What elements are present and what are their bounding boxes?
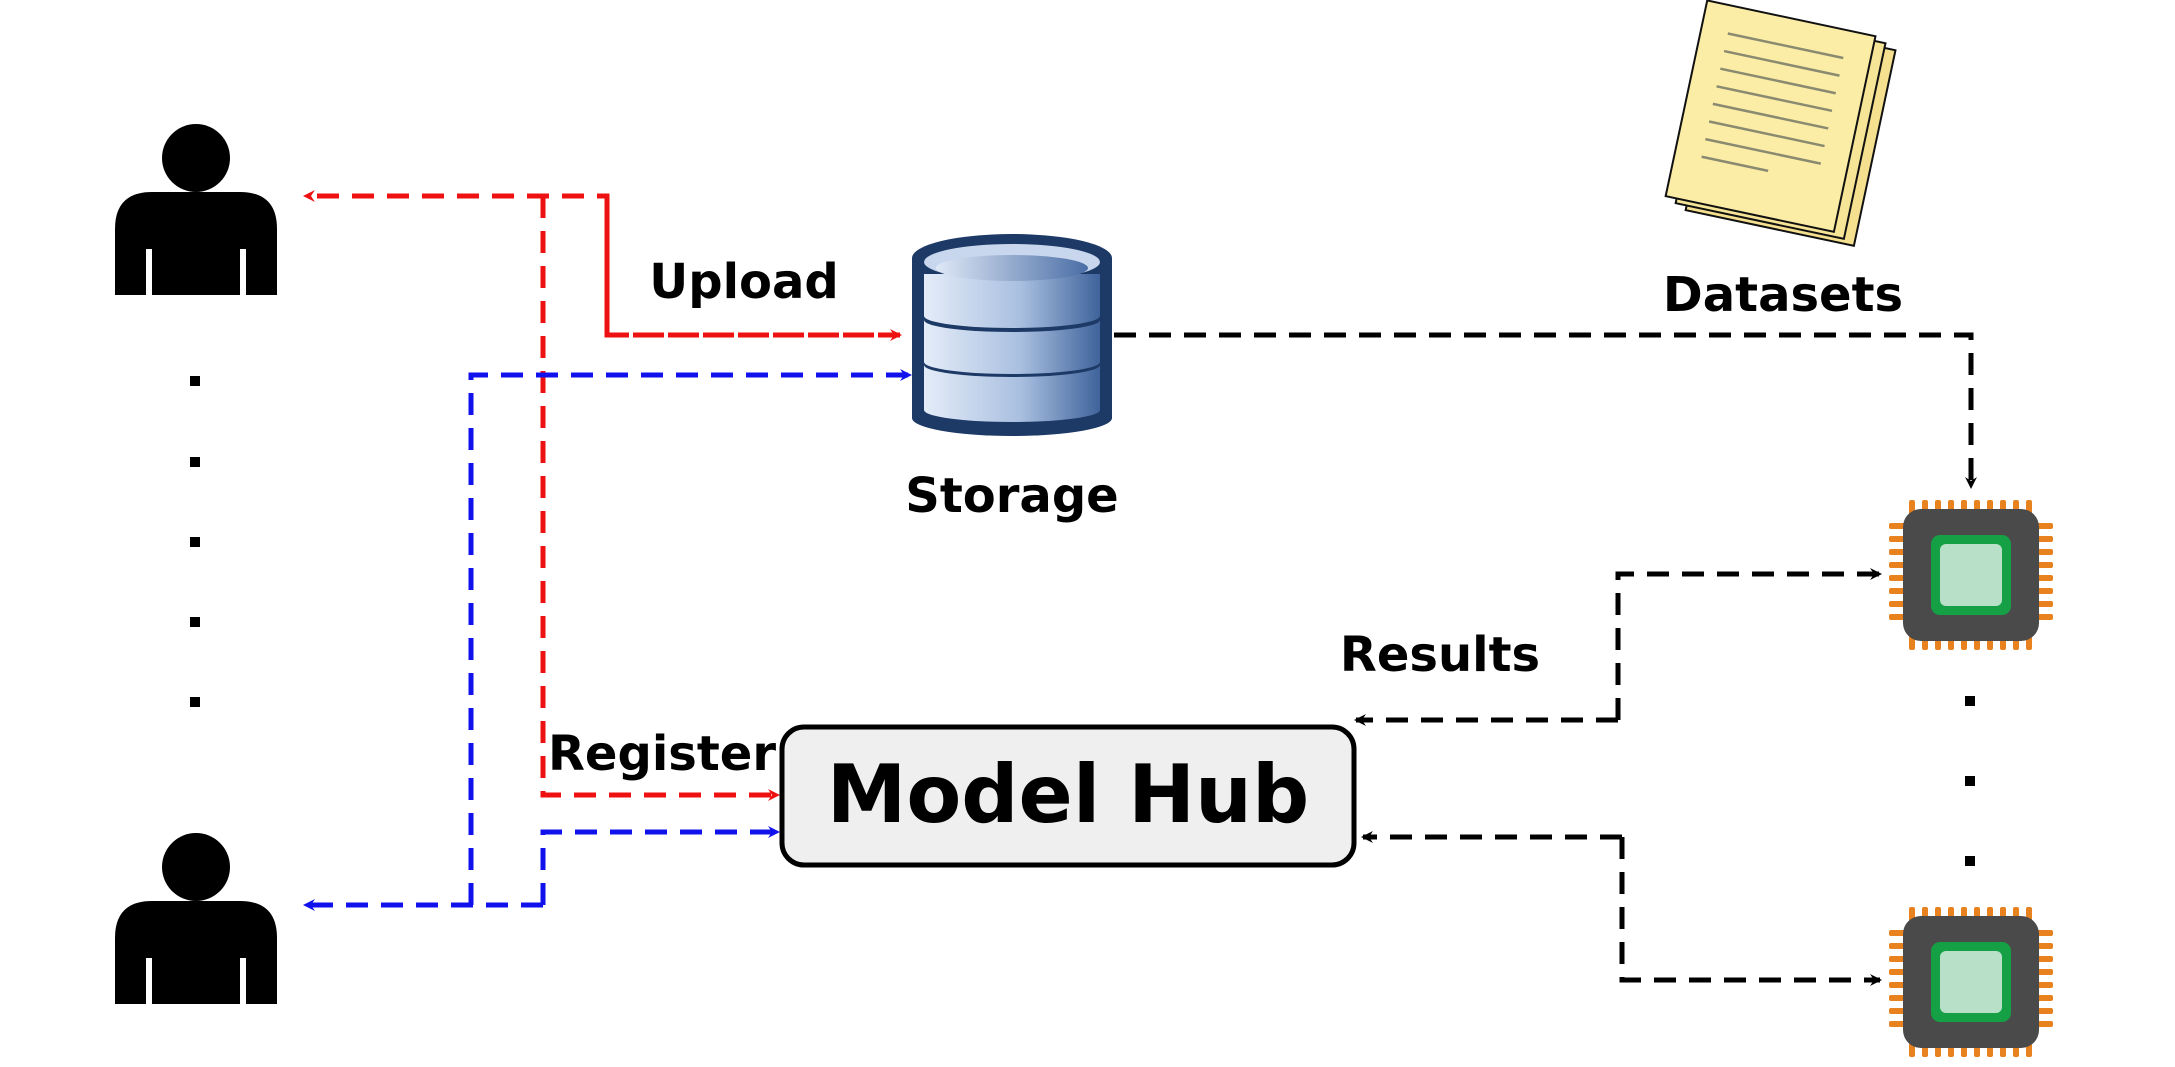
results-label: Results [1340,627,1540,683]
storage-label: Storage [905,468,1118,524]
user-icon [115,833,277,1004]
register-flow [540,196,780,801]
chip-icon [1889,907,2053,1057]
datasets-label: Datasets [1663,267,1903,323]
chips-ellipsis [1965,696,1975,866]
users-ellipsis [190,376,200,707]
model-hub-label: Model Hub [827,748,1310,841]
documents-icon [1664,0,1897,248]
download-flow [303,369,912,911]
user-icon [115,124,277,295]
database-icon [912,234,1112,436]
chip-icon [1889,500,2053,650]
model-hub-box: Model Hub [779,724,1357,868]
results-flow [1354,568,1882,986]
register-label: Register [548,726,776,782]
dataset-flow [1114,332,1977,489]
upload-flow [303,190,902,341]
upload-label: Upload [649,254,839,310]
